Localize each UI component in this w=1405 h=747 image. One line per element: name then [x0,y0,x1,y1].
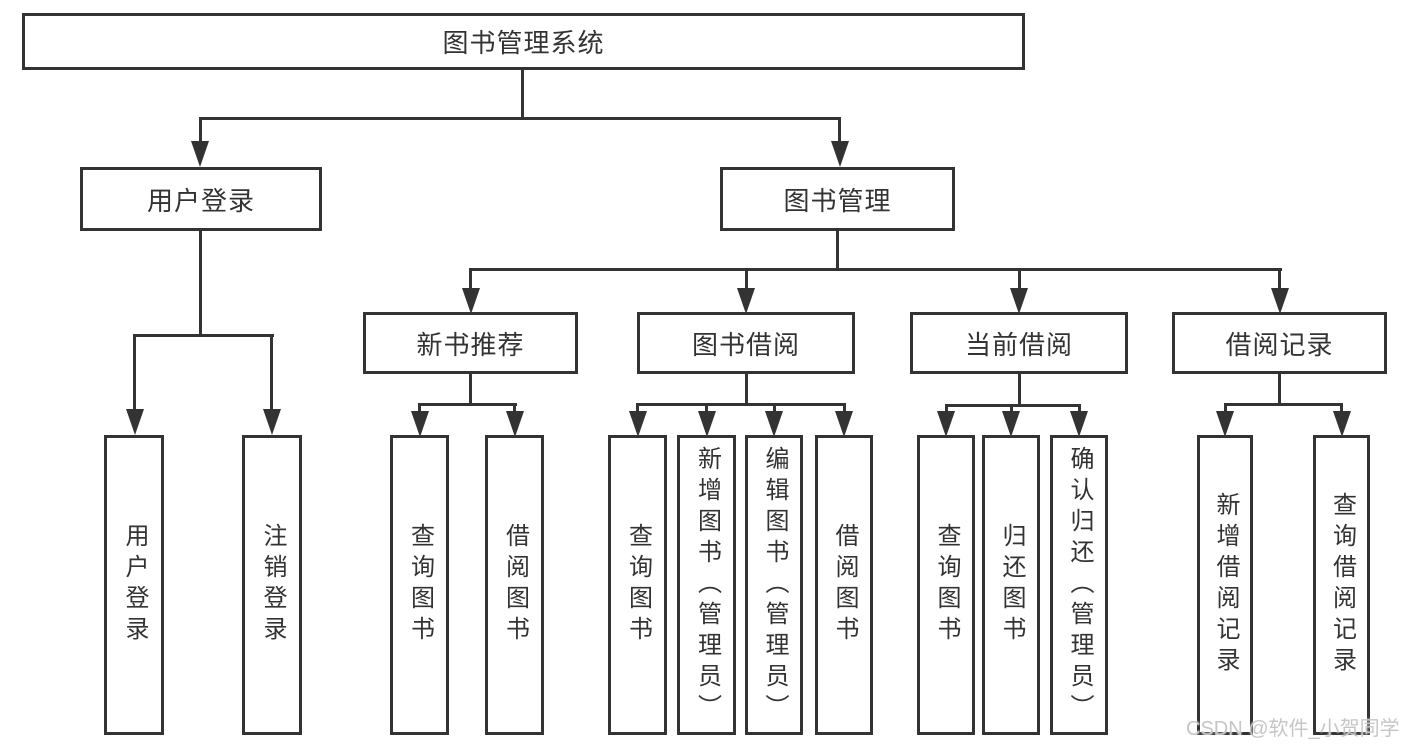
node-label: 编辑图书（管理员） [761,445,788,725]
arrow-down-icon [462,288,480,314]
node-book-management: 图书管理 [720,167,955,231]
connector-drop [1278,268,1281,288]
node-label: 用户登录 [121,523,148,647]
node-add-borrow-record: 新增借阅记录 [1197,435,1253,735]
node-label: 图书管理系统 [442,28,605,58]
connector-drop [199,117,202,143]
connector-drop [945,404,948,412]
node-label: 新书推荐 [416,329,525,360]
arrow-down-icon [1333,411,1351,437]
arrow-down-icon [1271,288,1289,314]
connector-drop [745,268,748,288]
node-label: 新增图书（管理员） [693,445,721,725]
node-label: 查询图书 [406,523,434,647]
node-label: 图书管理 [783,185,892,216]
arrow-down-icon [1002,411,1020,437]
connector-drop [270,334,273,411]
node-query-borrow-record: 查询借阅记录 [1313,435,1370,735]
connector-drop [133,334,136,411]
node-query-books: 查询图书 [608,435,667,735]
node-label: 借阅图书 [501,523,529,647]
node-label: 查询图书 [624,523,652,647]
arrow-down-icon [191,141,209,167]
connector-drop [469,268,472,288]
node-label: 当前借阅 [964,329,1073,360]
connector-root-stem [521,70,524,120]
connector-stem [745,374,748,406]
connector-bus [636,403,846,406]
node-library-system: 图书管理系统 [22,13,1025,70]
connector-drop [636,403,639,412]
node-label: 借阅图书 [831,523,858,647]
node-borrowing-records: 借阅记录 [1172,312,1387,374]
node-edit-books-admin: 编辑图书（管理员） [745,435,803,735]
arrow-down-icon [411,411,429,437]
arrow-down-icon [831,141,849,167]
node-current-borrowing: 当前借阅 [910,312,1128,374]
node-book-borrowing: 图书借阅 [637,312,855,374]
connector-drop [705,403,708,412]
node-confirm-return-admin: 确认归还（管理员） [1050,435,1108,735]
arrow-down-icon [937,411,955,437]
watermark: CSDN @软件_小贺同学 [1186,718,1400,740]
connector-drop [838,117,841,143]
arrow-down-icon [1216,411,1234,437]
connector-drop [418,403,421,412]
connector-drop [843,403,846,412]
connector-drop [773,403,776,412]
node-new-book-recommendation: 新书推荐 [363,312,578,374]
arrow-down-icon [629,411,647,437]
connector-drop [1340,403,1343,412]
connector-login-stem [199,231,202,337]
node-return-books: 归还图书 [982,435,1040,735]
arrow-down-icon [737,288,755,314]
node-add-books-admin: 新增图书（管理员） [677,435,736,735]
connector-mgmt-stem [836,231,839,271]
arrow-down-icon [698,411,716,437]
node-label: 新增借阅记录 [1212,492,1239,678]
connector-root-bus [199,117,841,120]
node-label: 确认归还（管理员） [1066,445,1093,725]
node-query-books: 查询图书 [390,435,449,735]
node-label: 查询图书 [933,523,960,647]
node-label: 归还图书 [998,523,1025,647]
connector-drop [1078,404,1081,412]
connector-stem [469,374,472,406]
connector-drop [513,403,516,412]
connector-mgmt-bus [470,268,1282,271]
arrow-down-icon [1010,288,1028,314]
node-label: 图书借阅 [691,329,800,360]
connector-stem [1018,374,1021,407]
connector-drop [1010,404,1013,412]
connector-drop [1018,268,1021,288]
node-label: 注销登录 [259,523,286,647]
arrow-down-icon [506,411,524,437]
node-label: 查询借阅记录 [1328,492,1356,678]
connector-drop [1224,403,1227,412]
connector-stem [1278,374,1281,406]
node-borrow-books: 借阅图书 [485,435,544,735]
arrow-down-icon [1070,411,1088,437]
connector-bus [1224,403,1343,406]
node-borrow-books: 借阅图书 [815,435,873,735]
arrow-down-icon [835,411,853,437]
node-label: 用户登录 [146,185,255,216]
node-user-login-leaf: 用户登录 [104,435,164,735]
node-label: 借阅记录 [1225,329,1334,360]
arrow-down-icon [765,411,783,437]
arrow-down-icon [263,409,281,435]
arrow-down-icon [126,409,144,435]
connector-bus [418,403,517,406]
node-query-books: 查询图书 [917,435,975,735]
node-user-login: 用户登录 [80,167,322,231]
node-logout-leaf: 注销登录 [242,435,302,735]
connector-login-bus [133,334,274,337]
